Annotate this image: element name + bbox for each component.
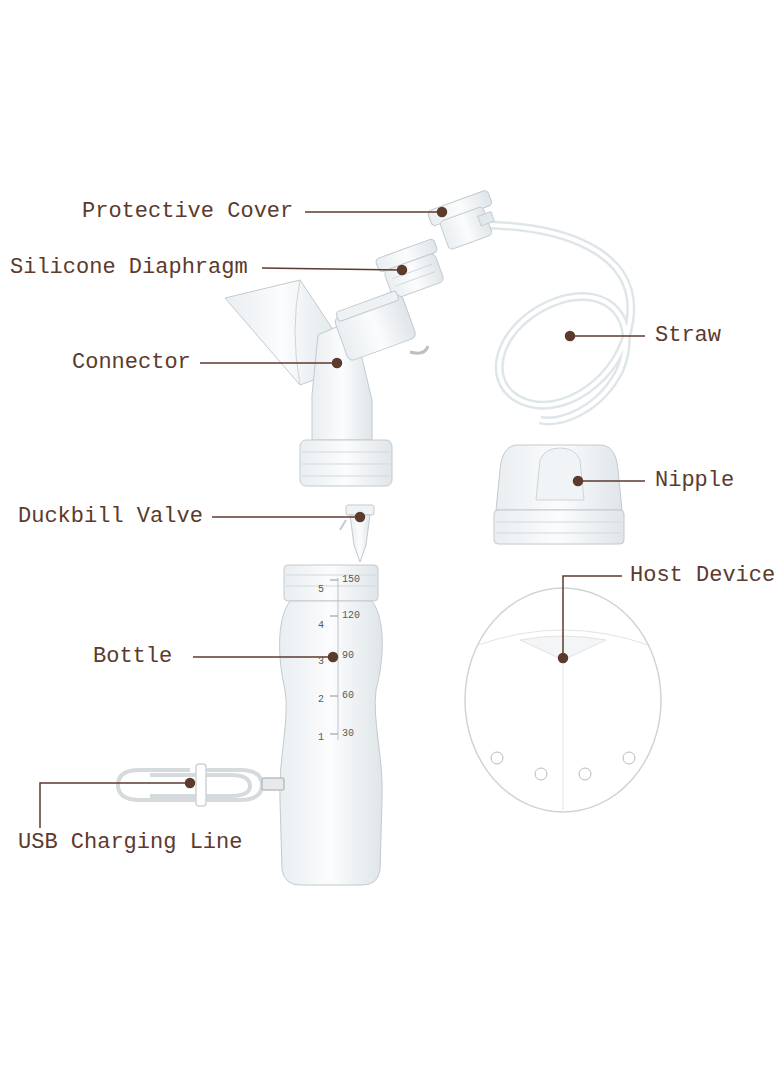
part-label: Duckbill Valve bbox=[18, 506, 203, 528]
nipple-bottle-top bbox=[494, 445, 624, 544]
connector-collar bbox=[300, 440, 392, 486]
graduation-number: 90 bbox=[342, 651, 354, 661]
graduation-number: 5 bbox=[318, 585, 324, 595]
part-label: Bottle bbox=[93, 646, 172, 668]
part-label: Host Device bbox=[630, 565, 775, 587]
part-label: Silicone Diaphragm bbox=[10, 257, 248, 279]
straw-highlight bbox=[478, 225, 631, 421]
diaphragm-cup bbox=[332, 289, 417, 362]
graduation-number: 120 bbox=[342, 611, 360, 621]
graduation-number: 1 bbox=[318, 733, 324, 743]
part-label: Connector bbox=[72, 352, 191, 374]
part-label: Straw bbox=[655, 325, 721, 347]
graduation-number: 60 bbox=[342, 691, 354, 701]
part-label: USB Charging Line bbox=[18, 832, 242, 854]
bottle bbox=[280, 565, 383, 885]
handle-hook bbox=[410, 346, 428, 353]
graduation-number: 2 bbox=[318, 695, 324, 705]
duckbill-valve bbox=[340, 505, 374, 562]
part-label: Nipple bbox=[655, 470, 734, 492]
graduation-number: 4 bbox=[318, 621, 324, 631]
protective-cover bbox=[427, 190, 502, 253]
part-label: Protective Cover bbox=[82, 201, 293, 223]
usb-cable bbox=[118, 764, 284, 806]
graduation-number: 3 bbox=[318, 657, 324, 667]
graduation-number: 30 bbox=[342, 729, 354, 739]
straw-tube bbox=[478, 225, 631, 421]
graduation-number: 150 bbox=[342, 575, 360, 585]
